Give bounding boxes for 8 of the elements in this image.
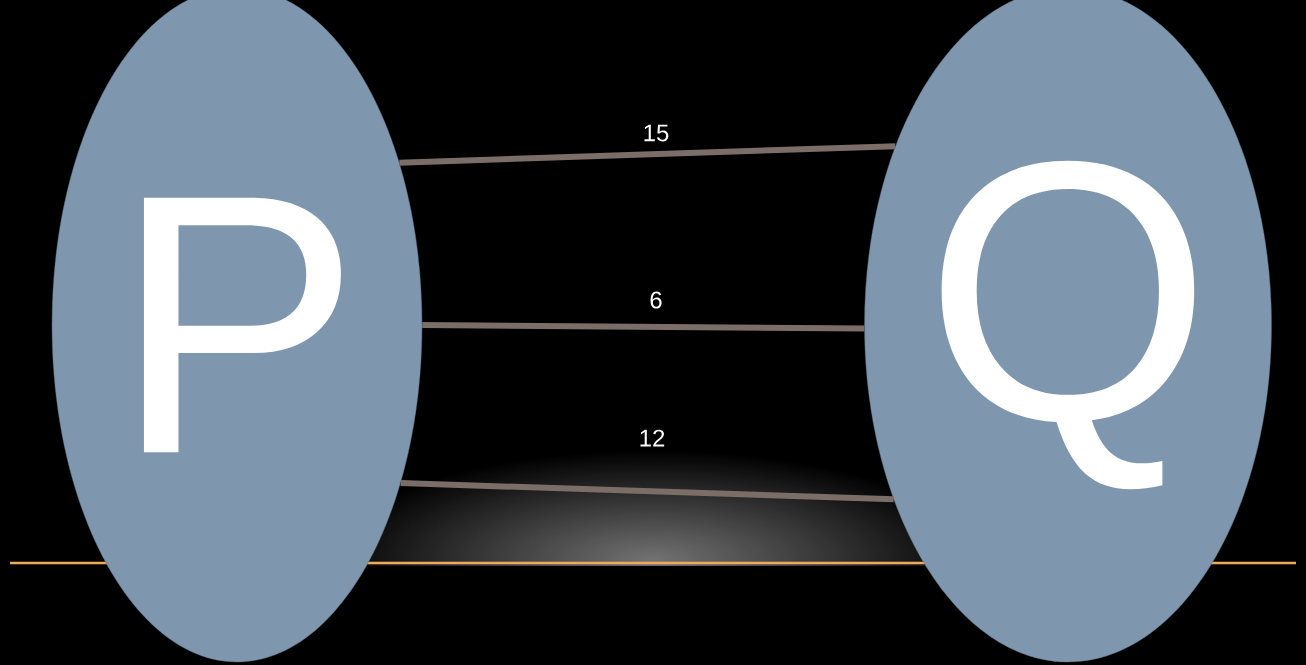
connector-line [422, 322, 865, 332]
connector-line [399, 143, 896, 166]
connector-line [400, 480, 894, 503]
ellipse-node: Q [864, 0, 1272, 663]
ellipse-node: P [51, 0, 423, 663]
edge-label: 12 [640, 429, 665, 447]
edge-label: 15 [644, 124, 669, 142]
edge-label: 6 [650, 291, 662, 309]
